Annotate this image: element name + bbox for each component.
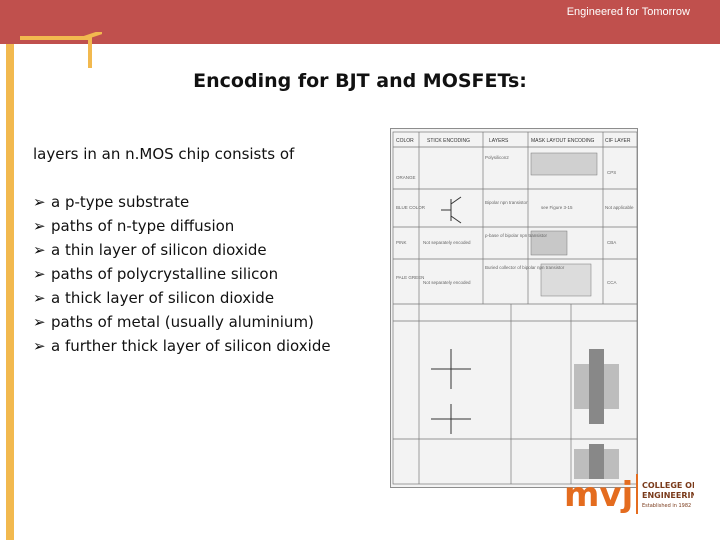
list-item-text: a thick layer of silicon dioxide — [51, 289, 275, 307]
arrow-bullet-icon: ➢ — [33, 193, 46, 211]
arrow-bullet-icon: ➢ — [33, 217, 46, 235]
table-row-mask: see Figure 3-15 — [541, 205, 573, 210]
logo-line3: Established in 1982 — [642, 503, 691, 509]
table-row-cif: CPS — [607, 170, 616, 175]
list-item: ➢ a p-type substrate — [33, 190, 331, 214]
table-header-cif: CIF LAYER — [605, 138, 631, 144]
list-item: ➢ paths of n-type diffusion — [33, 214, 331, 238]
table-row-cif: CBA — [607, 240, 616, 245]
slide-intro: layers in an n.MOS chip consists of — [33, 145, 295, 163]
college-logo: mvj COLLEGE OF ENGINEERING Established i… — [564, 474, 694, 515]
table-row-layer: p-base of bipolar npn transistor — [485, 233, 548, 238]
header-bar: Engineered for Tomorrow — [0, 0, 720, 44]
table-row-layer: Polysilicon2 — [485, 155, 509, 160]
left-accent-strip — [0, 44, 22, 540]
arrow-bullet-icon: ➢ — [33, 337, 46, 355]
table-row-stick: Not separately encoded — [423, 280, 471, 285]
table-header-color: COLOR — [396, 138, 414, 144]
table-row-layer: Buried collector of bipolar npn transist… — [485, 265, 565, 270]
logo-line1: COLLEGE OF — [642, 481, 694, 490]
list-item-text: a thin layer of silicon dioxide — [51, 241, 267, 259]
table-row-color: BLUE COLOR — [396, 205, 426, 210]
logo-line2: ENGINEERING — [642, 491, 694, 500]
slide-title: Encoding for BJT and MOSFETs: — [193, 70, 527, 92]
list-item: ➢ paths of metal (usually aluminium) — [33, 310, 331, 334]
encoding-table-figure: COLOR STICK ENCODING LAYERS MASK LAYOUT … — [390, 128, 638, 488]
arrow-bullet-icon: ➢ — [33, 265, 46, 283]
table-row-color: PALE GREEN — [396, 275, 424, 280]
decorative-hook — [20, 32, 102, 68]
list-item-text: paths of metal (usually aluminium) — [51, 313, 314, 331]
list-item: ➢ a thick layer of silicon dioxide — [33, 286, 331, 310]
arrow-bullet-icon: ➢ — [33, 241, 46, 259]
arrow-bullet-icon: ➢ — [33, 289, 46, 307]
list-item-text: paths of polycrystalline silicon — [51, 265, 279, 283]
table-header-stick: STICK ENCODING — [427, 138, 470, 144]
table-row-stick: Not separately encoded — [423, 240, 471, 245]
list-item: ➢ a thin layer of silicon dioxide — [33, 238, 331, 262]
logo-brand: mvj — [564, 475, 633, 515]
table-row-cif: Not applicable — [605, 205, 634, 210]
list-item-text: paths of n-type diffusion — [51, 217, 235, 235]
table-header-mask: MASK LAYOUT ENCODING — [531, 138, 595, 144]
table-row-color: PINK — [396, 240, 407, 245]
table-row-layer: Bipolar npn transistor — [485, 200, 528, 205]
table-row-color: ORANGE — [396, 175, 416, 180]
encoding-table-image: COLOR STICK ENCODING LAYERS MASK LAYOUT … — [391, 129, 637, 487]
bullet-list: ➢ a p-type substrate ➢ paths of n-type dif… — [33, 190, 331, 358]
table-header-layers: LAYERS — [489, 138, 509, 144]
table-row-cif: CCA — [607, 280, 617, 285]
list-item-text: a further thick layer of silicon dioxide — [51, 337, 331, 355]
header-tagline: Engineered for Tomorrow — [566, 6, 690, 18]
arrow-bullet-icon: ➢ — [33, 313, 46, 331]
list-item: ➢ paths of polycrystalline silicon — [33, 262, 331, 286]
list-item-text: a p-type substrate — [51, 193, 190, 211]
list-item: ➢ a further thick layer of silicon dioxid… — [33, 334, 331, 358]
